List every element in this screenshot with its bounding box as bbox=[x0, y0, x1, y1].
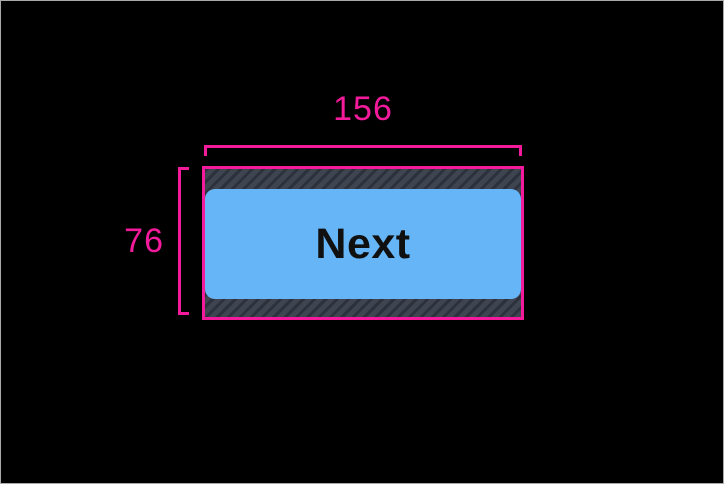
next-button[interactable]: Next bbox=[205, 189, 521, 299]
width-measurement-bracket bbox=[204, 145, 522, 156]
next-button-label: Next bbox=[315, 219, 411, 268]
width-dimension-label: 156 bbox=[333, 90, 393, 128]
height-measurement-bracket bbox=[178, 167, 189, 315]
height-dimension-label: 76 bbox=[124, 222, 164, 260]
